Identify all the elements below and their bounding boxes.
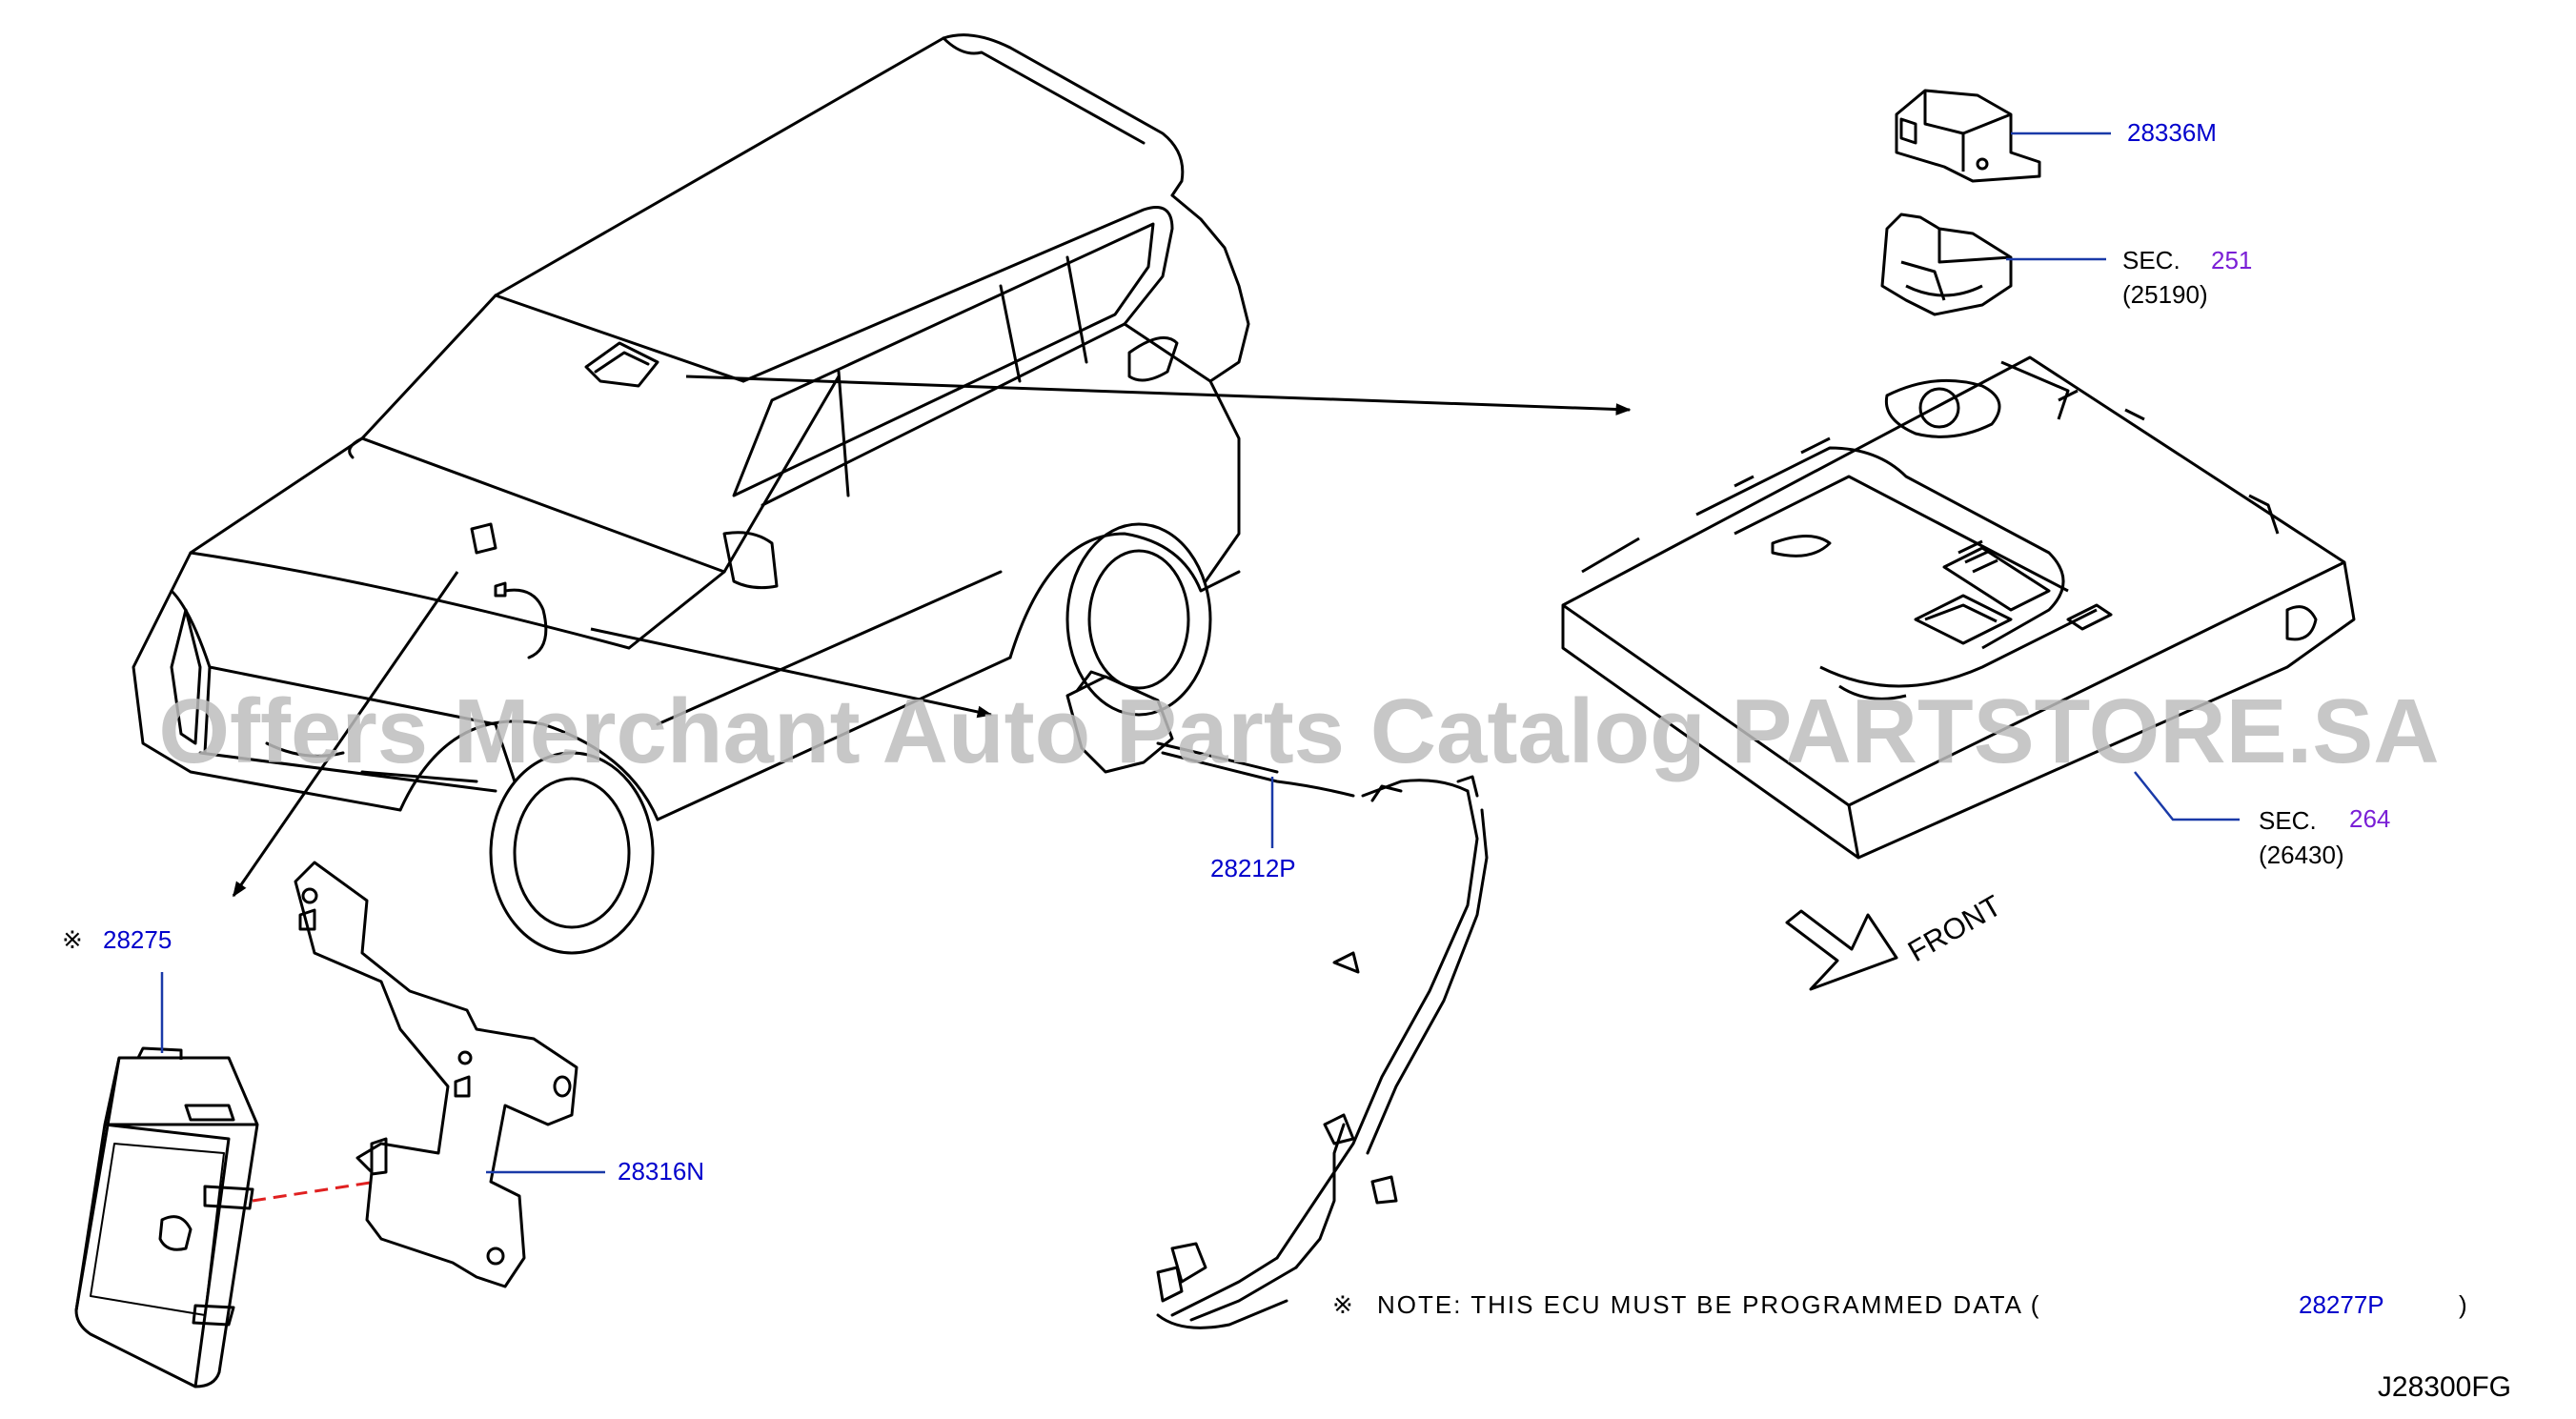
leader-lines [160, 132, 2240, 1174]
arrow-to-harness [590, 627, 993, 719]
alignment-dashed-line [252, 1180, 377, 1203]
front-label: FRONT [1902, 888, 2007, 968]
note-close-paren: ) [2459, 1290, 2467, 1319]
note-text: NOTE: THIS ECU MUST BE PROGRAMMED DATA ( [1377, 1290, 2040, 1319]
harness-28212p-illustration [1065, 670, 1489, 1329]
switch-28336m-illustration [1895, 89, 2041, 183]
sec-264-prefix: SEC. [2259, 806, 2317, 835]
note-mark: ※ [1332, 1290, 1353, 1319]
note-part-28277p-link[interactable]: 28277P [2299, 1290, 2384, 1319]
bracket-28316n-illustration [294, 861, 578, 1288]
sec-264-link[interactable]: 264 [2349, 804, 2390, 833]
part-28275-link[interactable]: 28275 [103, 925, 172, 954]
part-28275-mark: ※ [62, 925, 83, 954]
ecu-28275-illustration [74, 1046, 259, 1389]
arrow-to-ecu [232, 571, 459, 898]
figure-code: J28300FG [2378, 1371, 2511, 1403]
sec-251-prefix: SEC. [2122, 246, 2180, 274]
part-28212p-link[interactable]: 28212P [1210, 854, 1296, 882]
watermark-text: Offers Merchant Auto Parts Catalog PARTS… [158, 680, 2439, 782]
ecu-note: ※ NOTE: THIS ECU MUST BE PROGRAMMED DATA… [1332, 1290, 2467, 1319]
front-arrow-icon [1785, 909, 1898, 991]
sec-251-subref: (25190) [2122, 280, 2208, 309]
part-28316n-link[interactable]: 28316N [618, 1157, 704, 1186]
sec-251-link[interactable]: 251 [2211, 246, 2252, 274]
sec-264-subref: (26430) [2259, 841, 2344, 869]
switch-25190-illustration [1880, 213, 2013, 316]
front-direction-indicator: FRONT [1785, 888, 2007, 991]
overhead-console-illustration [1561, 355, 2356, 860]
pointer-arrows [232, 375, 1632, 898]
vehicle-illustration [132, 33, 1250, 955]
part-28336m-link[interactable]: 28336M [2127, 118, 2217, 147]
callout-labels: 28336M SEC. 251 (25190) SEC. 264 (26430)… [62, 118, 2390, 1186]
arrow-to-overhead-console [685, 375, 1632, 416]
